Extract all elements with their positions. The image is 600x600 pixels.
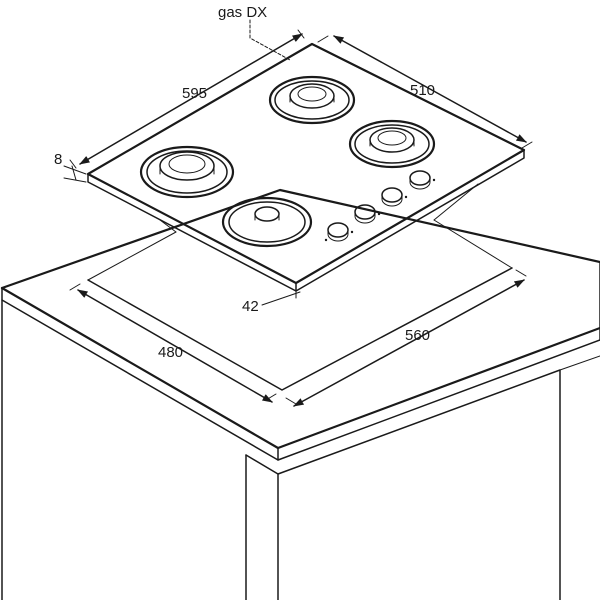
knob-1 — [324, 222, 354, 242]
burner-front-left — [139, 145, 235, 199]
dimension-480-label: 480 — [158, 344, 183, 361]
dimension-42-label: 42 — [242, 298, 259, 315]
dimension-595 — [69, 29, 305, 169]
dimension-42 — [261, 285, 301, 306]
gas-connection-leader — [249, 19, 291, 61]
dimension-510 — [317, 35, 533, 149]
dimension-595-label: 595 — [182, 85, 207, 102]
burner-front-center — [221, 196, 313, 248]
dimension-510-label: 510 — [410, 82, 435, 99]
knob-3 — [381, 187, 408, 207]
dimension-480 — [69, 283, 277, 403]
dimension-8 — [63, 165, 87, 183]
knob-4 — [409, 170, 436, 190]
dimension-8-label: 8 — [54, 151, 62, 168]
burner-rear-right — [348, 119, 436, 169]
cutout-opening — [87, 219, 513, 391]
knob-2 — [354, 204, 381, 224]
dimension-560-label: 560 — [405, 327, 430, 344]
burner-rear-left — [268, 75, 356, 125]
gas-connection-label: gas DX — [218, 4, 267, 21]
dimension-560 — [285, 269, 527, 407]
cabinet-body — [1, 299, 600, 600]
